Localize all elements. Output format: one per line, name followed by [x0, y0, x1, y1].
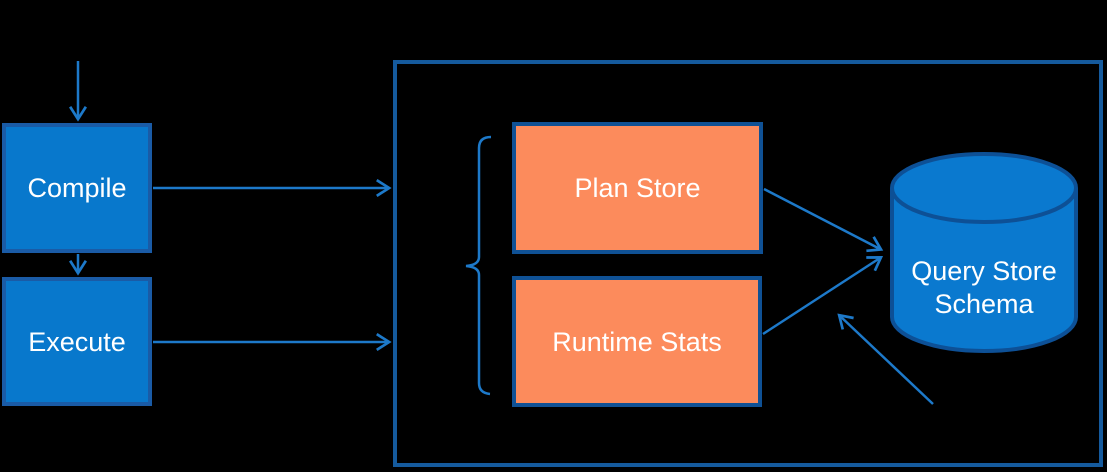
- compile-label: Compile: [27, 173, 127, 203]
- brace-grouping-stores: [465, 135, 492, 396]
- runtime-stats-node: Runtime Stats: [512, 276, 762, 407]
- plan-store-to-schema-arrow: [763, 187, 880, 249]
- compile-node: Compile: [2, 123, 152, 253]
- annotation-arrow-to-schema: [840, 316, 934, 405]
- query-store-schema-label: Query Store Schema: [911, 256, 1057, 319]
- query-store-container: [393, 60, 1103, 467]
- plan-store-node: Plan Store: [512, 122, 763, 254]
- database-cylinder-icon: [890, 152, 1078, 353]
- plan-store-label: Plan Store: [574, 173, 701, 203]
- runtime-stats-label: Runtime Stats: [552, 326, 722, 357]
- query-store-schema-node: Query Store Schema: [889, 233, 1079, 343]
- execute-node: Execute: [2, 277, 152, 406]
- execute-label: Execute: [28, 326, 126, 357]
- runtime-stats-to-schema-arrow: [762, 258, 880, 336]
